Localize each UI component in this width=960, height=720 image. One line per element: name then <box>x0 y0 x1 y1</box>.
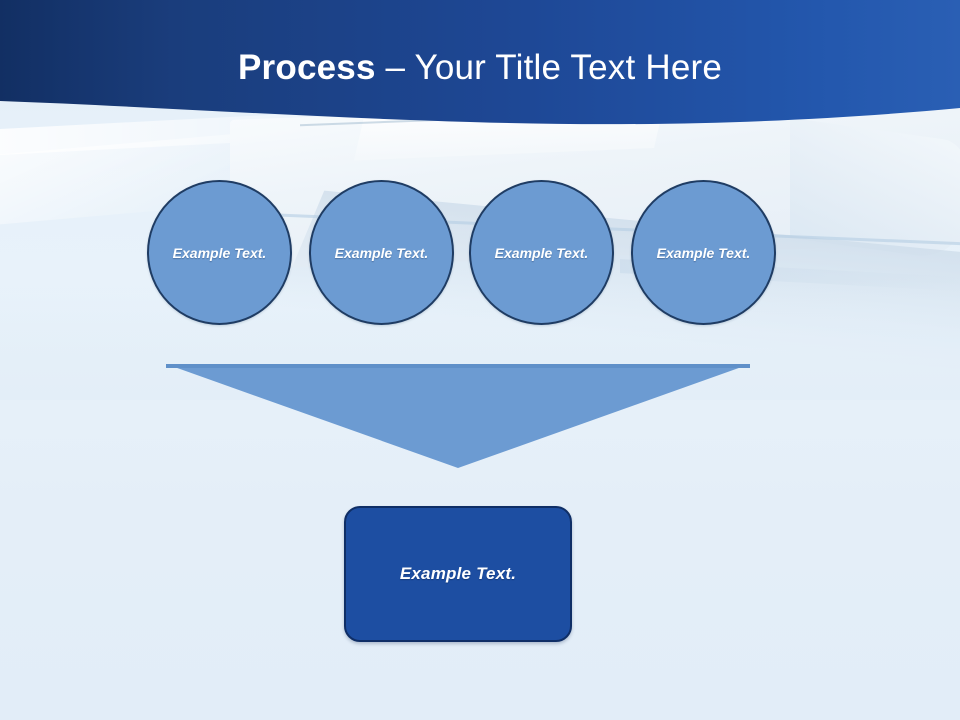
page-title-bold: Process <box>238 48 376 87</box>
process-step-label: Example Text. <box>334 244 429 261</box>
down-arrow-icon[interactable] <box>166 364 750 470</box>
process-step-circle-4[interactable]: Example Text. <box>631 180 776 325</box>
process-step-circle-2[interactable]: Example Text. <box>309 180 454 325</box>
result-label: Example Text. <box>399 564 517 583</box>
page-title-separator: – <box>375 48 415 87</box>
page-title-rest: Your Title Text Here <box>414 48 722 87</box>
process-step-row: Example Text. Example Text. Example Text… <box>147 180 777 327</box>
process-step-label: Example Text. <box>172 244 267 261</box>
process-step-label: Example Text. <box>494 244 589 261</box>
result-box[interactable]: Example Text. <box>344 506 572 642</box>
process-step-circle-3[interactable]: Example Text. <box>469 180 614 325</box>
page-title: Process – Your Title Text Here <box>0 47 960 89</box>
title-banner: Process – Your Title Text Here <box>0 0 960 135</box>
process-step-circle-1[interactable]: Example Text. <box>147 180 292 325</box>
process-step-label: Example Text. <box>656 244 751 261</box>
